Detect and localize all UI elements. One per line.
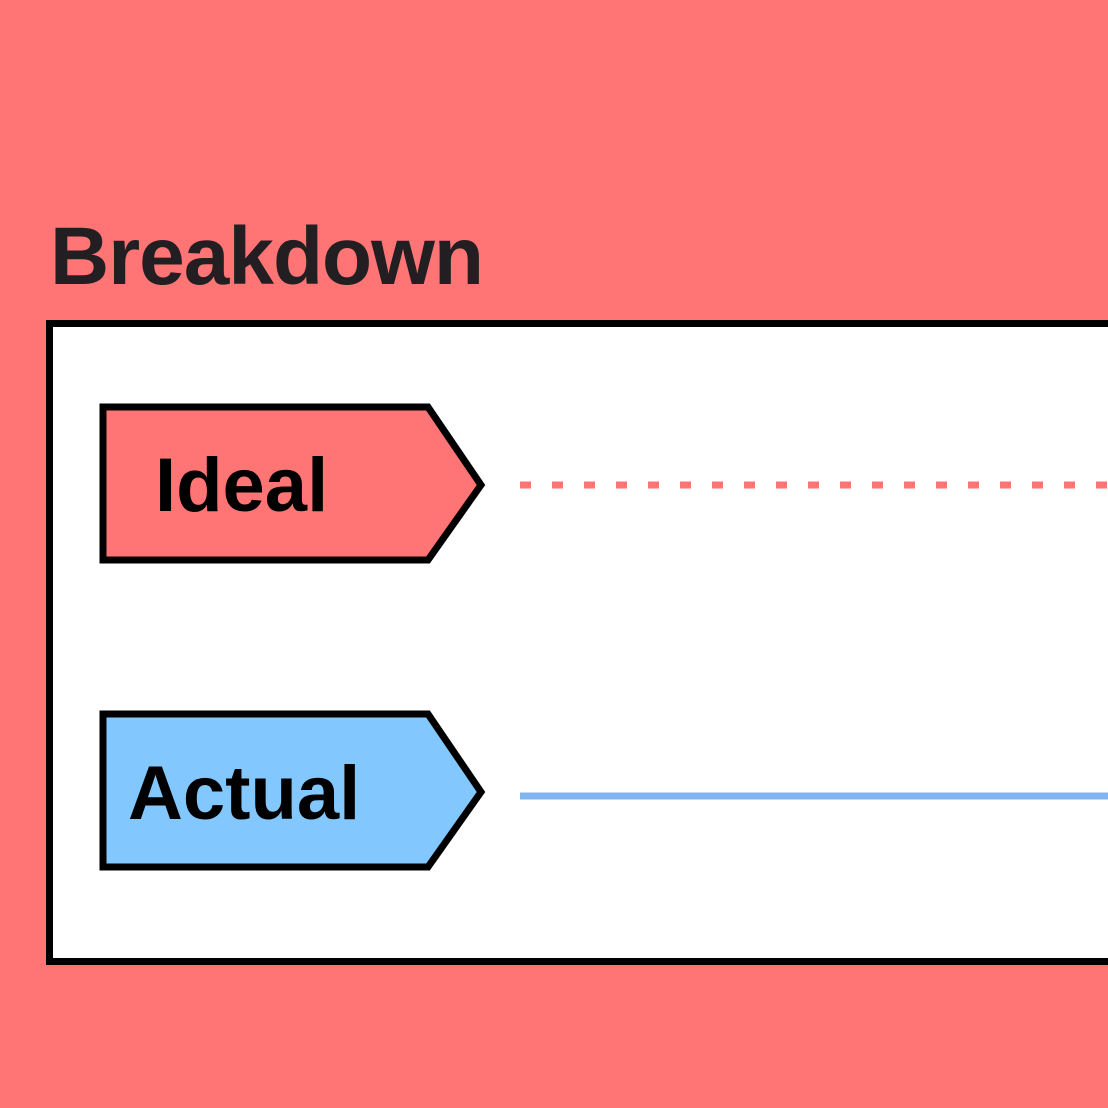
legend-item-actual: Actual [99, 710, 1108, 871]
actual-tag-label: Actual [128, 751, 360, 836]
page-title: Breakdown [50, 211, 484, 302]
legend-item-ideal: Ideal [99, 403, 1108, 564]
ideal-tag-label: Ideal [155, 443, 328, 528]
actual-tag-shape [99, 710, 486, 871]
ideal-tag-shape [99, 403, 486, 564]
